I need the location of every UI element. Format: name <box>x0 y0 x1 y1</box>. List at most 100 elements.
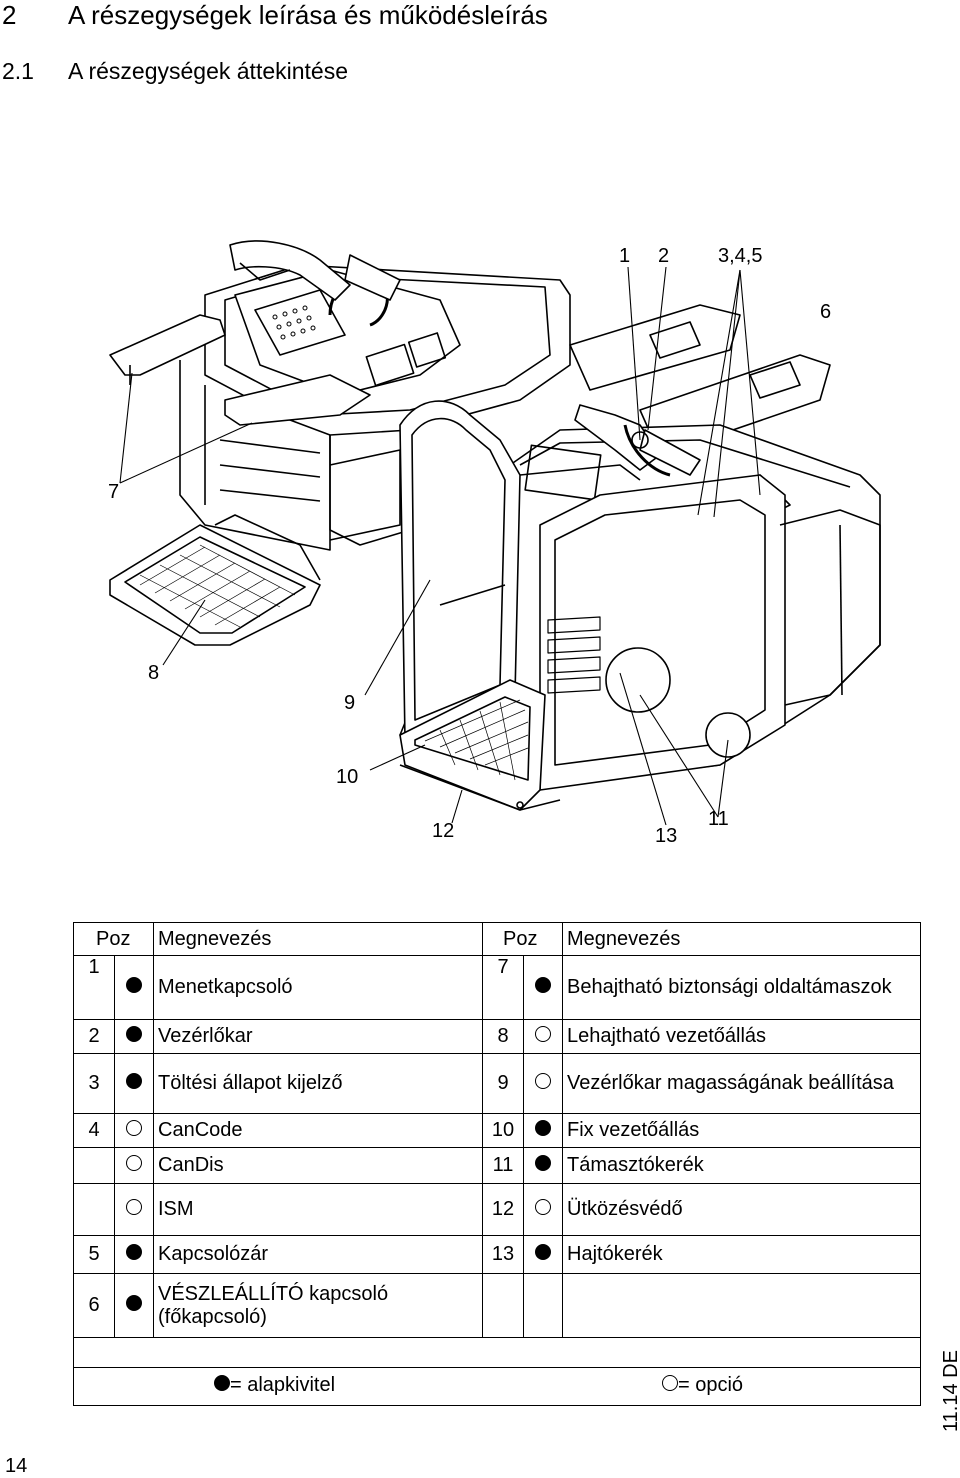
callout-11: 11 <box>708 808 729 830</box>
legend-row: = alapkivitel = opció <box>73 1367 921 1406</box>
name-cell: Ütközésvédő <box>562 1183 921 1236</box>
option-marker <box>114 1113 154 1148</box>
header-pos-right: Poz <box>482 922 563 956</box>
standard-marker <box>523 1113 563 1148</box>
filled-dot-icon <box>535 1244 551 1260</box>
name-cell: CanDis <box>153 1147 483 1184</box>
section-heading: 2 A részegységek leírása és működésleírás <box>2 0 548 31</box>
name-cell: Fix vezetőállás <box>562 1113 921 1148</box>
pos-cell: 1 <box>73 955 115 1020</box>
pos-cell: 4 <box>73 1113 115 1148</box>
hollow-circle-icon <box>126 1155 142 1171</box>
truck-illustration: 1 2 3,4,5 6 7 8 9 10 11 12 13 <box>0 225 960 855</box>
table-header-row: Poz Megnevezés Poz Megnevezés <box>73 922 921 956</box>
filled-dot-icon <box>535 977 551 993</box>
filled-dot-icon <box>214 1375 230 1391</box>
option-marker <box>114 1183 154 1236</box>
pos-cell <box>482 1273 524 1338</box>
left-truck <box>109 240 571 646</box>
name-cell: VÉSZLEÁLLÍTÓ kapcsoló (főkapcsoló) <box>153 1273 483 1338</box>
legend-standard-label: = alapkivitel <box>230 1374 336 1396</box>
table-row: 4 CanCode 10 Fix vezetőállás <box>73 1113 921 1148</box>
pos-cell: 3 <box>73 1053 115 1114</box>
filled-dot-icon <box>126 1244 142 1260</box>
standard-marker <box>523 1147 563 1184</box>
standard-marker <box>114 1019 154 1054</box>
pos-cell: 6 <box>73 1273 115 1338</box>
pos-cell <box>73 1183 115 1236</box>
table-row: CanDis 11 Támasztókerék <box>73 1147 921 1184</box>
filled-dot-icon <box>126 1026 142 1042</box>
pos-cell: 11 <box>482 1147 524 1184</box>
standard-marker <box>523 955 563 1020</box>
option-marker <box>114 1147 154 1184</box>
callout-2: 2 <box>658 245 670 267</box>
section-title: A részegységek leírása és működésleírás <box>68 0 548 30</box>
pos-cell: 12 <box>482 1183 524 1236</box>
pos-cell: 2 <box>73 1019 115 1054</box>
table-row: 1 Menetkapcsoló 7 Behajtható biztonsági … <box>73 955 921 1020</box>
document-code: 11.14 DE <box>940 1350 960 1432</box>
callout-7: 7 <box>108 481 120 503</box>
option-marker <box>523 1019 563 1054</box>
header-name-left: Megnevezés <box>153 922 483 956</box>
callout-10: 10 <box>336 766 359 788</box>
filled-dot-icon <box>126 1073 142 1089</box>
standard-marker <box>114 1273 154 1338</box>
standard-marker <box>114 1053 154 1114</box>
legend-standard: = alapkivitel <box>214 1374 335 1397</box>
pos-cell: 13 <box>482 1235 524 1274</box>
table-row: 6 VÉSZLEÁLLÍTÓ kapcsoló (főkapcsoló) <box>73 1273 921 1338</box>
hollow-circle-icon <box>535 1199 551 1215</box>
name-cell: CanCode <box>153 1113 483 1148</box>
table-row: 3 Töltési állapot kijelző 9 Vezérlőkar m… <box>73 1053 921 1114</box>
truck-drawing <box>109 240 881 826</box>
name-cell: Töltési állapot kijelző <box>153 1053 483 1114</box>
table-row: 2 Vezérlőkar 8 Lehajtható vezetőállás <box>73 1019 921 1054</box>
page-number: 14 <box>5 1455 28 1477</box>
hollow-circle-icon <box>126 1120 142 1136</box>
pos-cell: 8 <box>482 1019 524 1054</box>
legend-option-label: = opció <box>678 1374 744 1396</box>
callout-3-4-5: 3,4,5 <box>718 245 763 267</box>
legend-cell: = alapkivitel = opció <box>73 1367 921 1406</box>
hollow-circle-icon <box>535 1026 551 1042</box>
filled-dot-icon <box>126 1295 142 1311</box>
header-name-right: Megnevezés <box>562 922 921 956</box>
name-cell: Menetkapcsoló <box>153 955 483 1020</box>
name-cell <box>562 1273 921 1338</box>
name-cell: Vezérlőkar <box>153 1019 483 1054</box>
hollow-circle-icon <box>126 1199 142 1215</box>
pos-cell: 10 <box>482 1113 524 1148</box>
standard-marker <box>523 1235 563 1274</box>
name-cell: Hajtókerék <box>562 1235 921 1274</box>
filled-dot-icon <box>126 977 142 993</box>
table-row: ISM 12 Ütközésvédő <box>73 1183 921 1236</box>
name-cell: Lehajtható vezetőállás <box>562 1019 921 1054</box>
hollow-circle-icon <box>535 1073 551 1089</box>
legend-option: = opció <box>662 1374 743 1397</box>
standard-marker <box>114 955 154 1020</box>
section-number: 2 <box>2 0 17 30</box>
hollow-circle-icon <box>662 1375 678 1391</box>
subsection-title: A részegységek áttekintése <box>68 58 348 84</box>
callout-6: 6 <box>820 301 832 323</box>
standard-marker <box>114 1235 154 1274</box>
header-pos-left: Poz <box>73 922 154 956</box>
name-cell: Vezérlőkar magasságának beállítása <box>562 1053 921 1114</box>
filled-dot-icon <box>535 1155 551 1171</box>
empty-marker <box>523 1273 563 1338</box>
pos-cell: 9 <box>482 1053 524 1114</box>
pos-cell <box>73 1147 115 1184</box>
callout-1: 1 <box>619 245 631 267</box>
name-cell: Behajtható biztonsági oldaltámaszok <box>562 955 921 1020</box>
callout-12: 12 <box>432 820 455 842</box>
pos-cell: 5 <box>73 1235 115 1274</box>
spacer-cell <box>73 1337 921 1368</box>
parts-table: Poz Megnevezés Poz Megnevezés 1 Menetkap… <box>73 922 921 1406</box>
table-spacer-row <box>73 1337 921 1368</box>
pos-cell: 7 <box>482 955 524 1020</box>
table-row: 5 Kapcsolózár 13 Hajtókerék <box>73 1235 921 1274</box>
filled-dot-icon <box>535 1120 551 1136</box>
